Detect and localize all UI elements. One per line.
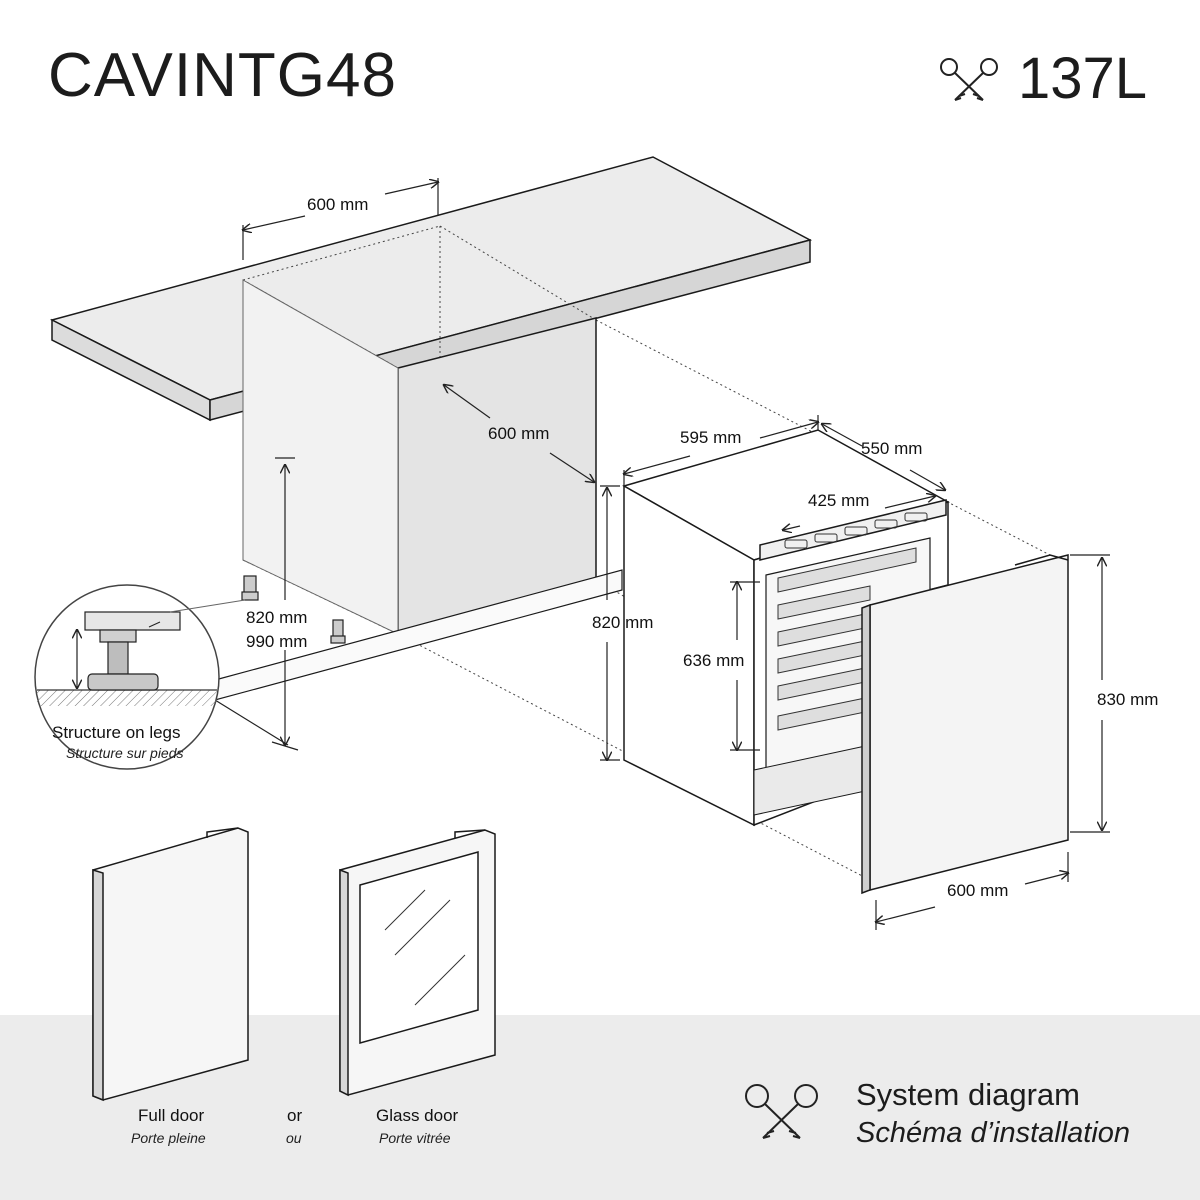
panel-door [861, 554, 1069, 895]
capacity-label: 137L [1018, 46, 1148, 111]
panel-width-label: 600 mm [947, 881, 1009, 900]
footer-title: System diagram [856, 1077, 1080, 1112]
legs-label-fr: Structure sur pieds [66, 745, 184, 761]
footer-title-fr: Schéma d’installation [856, 1117, 1131, 1149]
appliance-inner-width-label: 425 mm [808, 491, 870, 510]
cabinet-dimension-lines [214, 178, 594, 751]
cabinet-width-label: 600 mm [307, 195, 369, 214]
appliance-depth-label: 550 mm [861, 439, 923, 458]
full-door-label-fr: Porte pleine [131, 1130, 206, 1146]
appliance-dimension-lines [600, 415, 1110, 930]
or-label: or [287, 1106, 303, 1125]
glass-door-illustration [339, 829, 496, 1097]
panel-height-label: 830 mm [1097, 690, 1159, 709]
glass-door-label-fr: Porte vitrée [379, 1130, 451, 1146]
appliance-height-label: 820 mm [592, 613, 654, 632]
crossed-keys-icon [745, 1084, 818, 1139]
appliance-inner-height-label: 636 mm [683, 651, 745, 670]
crossed-keys-icon [940, 58, 998, 101]
legs-detail-circle [34, 584, 220, 770]
cabinet-height-min-label: 820 mm [246, 608, 308, 627]
glass-door-label: Glass door [376, 1106, 459, 1125]
cabinet-height-max-label: 990 mm [246, 632, 308, 651]
or-label-fr: ou [286, 1130, 302, 1146]
cabinet-legs [241, 575, 346, 644]
appliance-width-label: 595 mm [680, 428, 742, 447]
wine-shelves [777, 547, 917, 731]
model-title: CAVINTG48 [48, 41, 397, 110]
full-door-label: Full door [138, 1106, 205, 1125]
full-door-illustration [92, 827, 249, 1102]
cabinet-side-panels [242, 279, 597, 635]
legs-label: Structure on legs [52, 723, 181, 742]
cabinet-depth-label: 600 mm [488, 424, 550, 443]
detail-leader [169, 599, 246, 613]
wine-cooler-appliance [622, 429, 950, 827]
